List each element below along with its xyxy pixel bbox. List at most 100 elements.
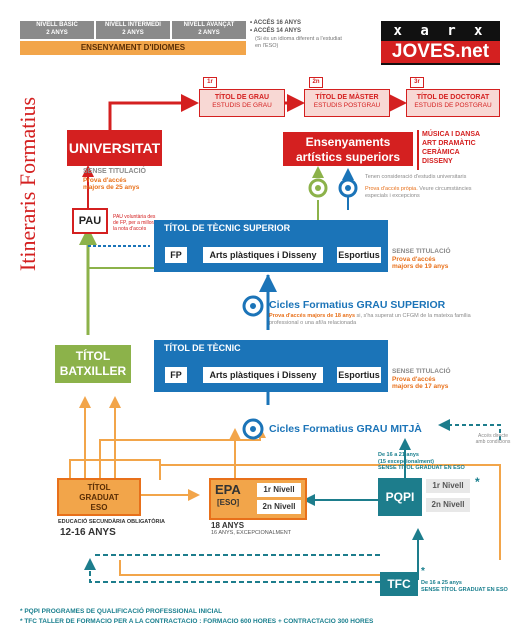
arts-item: MÚSICA I DANSA (422, 131, 481, 138)
epa-line2: [ESO] (217, 498, 240, 507)
cfgs-note-bold: Prova d'accés majors de 18 anys (269, 313, 355, 319)
degree-sub: ESTUDIS POSTGRAU (313, 102, 381, 109)
tecnic-superior-panel: TÍTOL DE TÈCNIC SUPERIOR FP Arts plàstiq… (154, 220, 388, 272)
cfgm-direct-access: Accés directe amb condicions (475, 433, 511, 445)
tecnic-superior-title: TÍTOL DE TÈCNIC SUPERIOR (164, 223, 291, 233)
arts-list: MÚSICA I DANSA ART DRAMÀTIC CERÀMICA DIS… (422, 130, 480, 166)
eso-sub: EDUCACIÓ SECUNDÀRIA OBLIGATÒRIA (58, 519, 165, 525)
pqpi-level-2[interactable]: 2n Nivell (426, 498, 470, 512)
arts-access: Prova d'accés pròpia. Veure circumstànci… (365, 186, 495, 200)
cfgs-title[interactable]: Cicles Formatius GRAU SUPERIOR (269, 299, 446, 311)
degree-num: 1r (203, 77, 217, 88)
arts-item: DISSENY (422, 158, 453, 165)
tecnic-superior-fp[interactable]: FP (164, 246, 188, 264)
epa-level-2[interactable]: 2n Nivell (257, 500, 301, 514)
pqpi-ages: De 16 a 21 anys (378, 452, 419, 458)
degree-title: TÍTOL DE DOCTORAT (416, 94, 490, 101)
level-years: 2 ANYS (122, 30, 144, 36)
university-access-test: Prova d'accés (83, 177, 127, 184)
arts-box[interactable]: Ensenyaments artístics superiors (283, 132, 413, 166)
eso-line3: ESO (90, 503, 108, 512)
access-16: • ACCÉS 16 ANYS (250, 20, 302, 26)
cfgs-note-rest: si, s'ha superat un CFGM de la mateixa f… (269, 313, 471, 326)
level-basic: NIVELL BÀSIC 2 ANYS (20, 21, 94, 39)
tecnic-title: TÍTOL DE TÈCNIC (164, 343, 241, 353)
tfc-ages: De 16 a 25 anys (421, 580, 462, 586)
university-box[interactable]: UNIVERSITAT (67, 130, 162, 166)
university-over25: majors de 25 anys (83, 184, 140, 191)
batxiller-line1: TÍTOL (75, 349, 111, 363)
degree-num: 2n (309, 77, 323, 88)
tecnic-superior-access: Prova d'accés (392, 256, 436, 263)
tfc-info: De 16 a 25 anys SENSE TÍTOL GRADUAT EN E… (421, 580, 508, 593)
footnote-tfc: * TFC TALLER DE FORMACIÓ PER A LA CONTRA… (20, 618, 374, 625)
cfgm-title[interactable]: Cicles Formatius GRAU MITJÀ (269, 423, 422, 435)
access-note: (Si és un idioma diferent a l'estudiat e… (255, 36, 342, 49)
access-14: • ACCÉS 14 ANYS (250, 28, 302, 34)
level-name: NIVELL AVANÇAT (183, 22, 235, 28)
university-no-title: SENSE TITULACIÓ (83, 168, 147, 175)
cfgs-note: Prova d'accés majors de 18 anys si, s'ha… (269, 313, 484, 326)
degree-sub: ESTUDIS DE GRAU (212, 102, 272, 109)
epa-level-1[interactable]: 1r Nivell (257, 483, 301, 497)
tecnic-fp[interactable]: FP (164, 366, 188, 384)
degree-num: 3r (410, 77, 424, 88)
tecnic-panel: TÍTOL DE TÈCNIC FP Arts plàstiques i Dis… (154, 340, 388, 392)
epa-age: 18 ANYS (211, 521, 245, 530)
level-intermediate: NIVELL INTERMEDI 2 ANYS (96, 21, 170, 39)
arts-title-line1: Ensenyaments (305, 135, 391, 149)
degree-sub: ESTUDIS DE POSTGRAU (414, 102, 492, 109)
pqpi-box[interactable]: PQPI (378, 478, 422, 516)
tecnic-superior-over19: majors de 19 anys (392, 263, 449, 270)
pqpi-star: * (475, 475, 480, 489)
language-levels-row: NIVELL BÀSIC 2 ANYS NIVELL INTERMEDI 2 A… (20, 21, 270, 39)
logo-line2: JOVES.net (381, 41, 500, 63)
eso-ages: 12-16 ANYS (60, 527, 116, 538)
tecnic-over17: majors de 17 anys (392, 383, 449, 390)
level-advanced: NIVELL AVANÇAT 2 ANYS (172, 21, 246, 39)
arts-consideration: Tenen consideració d'estudis universitar… (365, 174, 467, 180)
arts-item: ART DRAMÀTIC (422, 140, 476, 147)
tecnic-arts[interactable]: Arts plàstiques i Disseny (202, 366, 324, 384)
languages-title: ENSENYAMENT D'IDIOMES (20, 41, 246, 55)
tfc-no-title: SENSE TÍTOL GRADUAT EN ESO (421, 586, 508, 593)
level-years: 2 ANYS (198, 30, 220, 36)
tecnic-access: Prova d'accés (392, 376, 436, 383)
tecnic-sports[interactable]: Esportius (336, 366, 382, 384)
eso-line2: GRADUAT (79, 493, 119, 502)
pqpi-exception: (15 excepcionalment) (378, 458, 434, 465)
batxiller-box[interactable]: TÍTOL BATXILLER (55, 345, 131, 383)
arts-item: CERÀMICA (422, 149, 460, 156)
footnote-pqpi: * PQPI PROGRAMES DE QUALIFICACIÓ PROFESS… (20, 608, 223, 615)
arts-bracket (417, 130, 419, 170)
eso-box[interactable]: TÍTOL GRADUAT ESO (57, 478, 141, 516)
degree-doctorat[interactable]: TÍTOL DE DOCTORAT ESTUDIS DE POSTGRAU (406, 89, 500, 117)
tecnic-superior-arts[interactable]: Arts plàstiques i Disseny (202, 246, 324, 264)
arts-conditions: Veure circumstàncies especials i excepci… (365, 186, 472, 199)
epa-box[interactable]: EPA [ESO] 1r Nivell 2n Nivell (209, 478, 307, 520)
xarxa-joves-logo[interactable]: x a r x a JOVES.net (381, 21, 500, 65)
level-years: 2 ANYS (46, 30, 68, 36)
eso-line1: TÍTOL (87, 483, 111, 492)
tecnic-no-title: SENSE TITULACIÓ (392, 368, 451, 375)
level-name: NIVELL BÀSIC (36, 22, 78, 28)
pau-note: PAU voluntària des de FP, per a millorar… (113, 214, 158, 232)
arts-own-test: Prova d'accés pròpia. (365, 186, 418, 192)
degree-master[interactable]: TÍTOL DE MÀSTER ESTUDIS POSTGRAU (304, 89, 390, 117)
level-name: NIVELL INTERMEDI (105, 22, 161, 28)
degree-grau[interactable]: TÍTOL DE GRAU ESTUDIS DE GRAU (199, 89, 285, 117)
degree-title: TÍTOL DE GRAU (214, 94, 270, 101)
batxiller-line2: BATXILLER (59, 364, 127, 378)
tecnic-superior-sports[interactable]: Esportius (336, 246, 382, 264)
epa-line1: EPA (215, 482, 241, 497)
pqpi-level-1[interactable]: 1r Nivell (426, 479, 470, 493)
vertical-title: Itineraris Formatius (15, 96, 40, 272)
pau-box[interactable]: PAU (72, 208, 108, 234)
tfc-box[interactable]: TFC (380, 572, 418, 596)
pqpi-info: De 16 a 21 anys (15 excepcionalment) SEN… (378, 452, 465, 472)
tecnic-superior-no-title: SENSE TITULACIÓ (392, 248, 451, 255)
pqpi-no-title: SENSE TÍTOL GRADUAT EN ESO (378, 465, 465, 471)
arts-title-line2: artístics superiors (295, 150, 401, 164)
tfc-star: * (421, 566, 425, 577)
epa-exception: 16 ANYS, EXCEPCIONALMENT (211, 530, 292, 536)
